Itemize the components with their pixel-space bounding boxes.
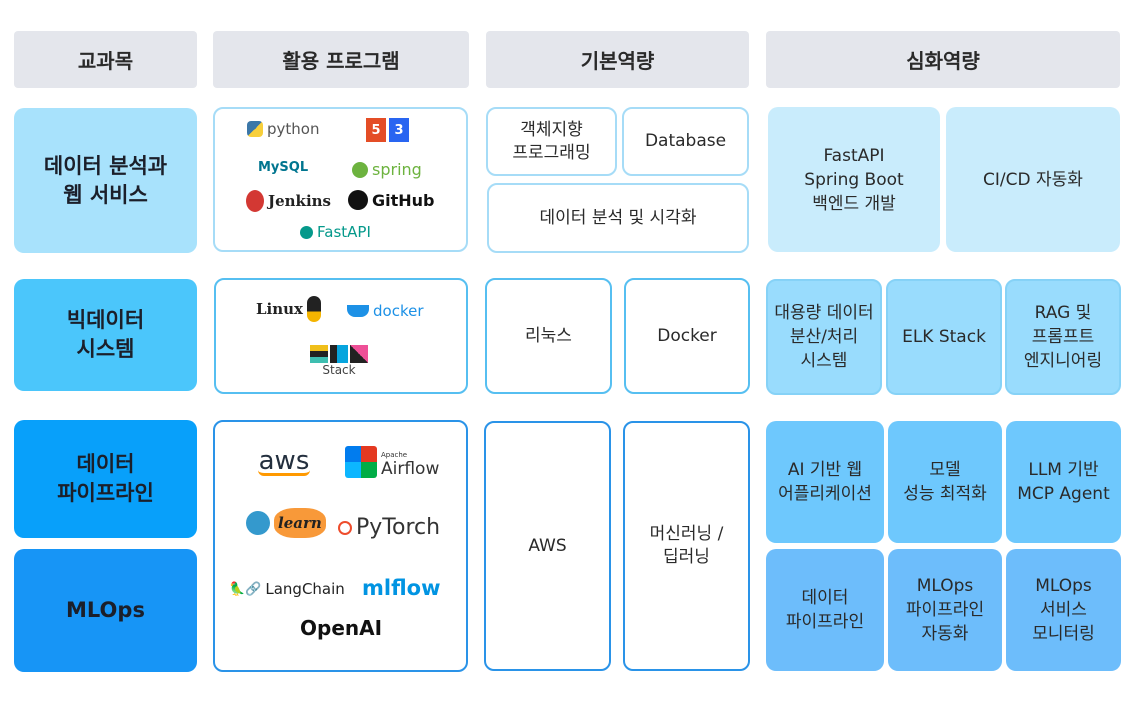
python-logo: python xyxy=(247,120,319,138)
subject-bigdata: 빅데이터 시스템 xyxy=(14,279,197,391)
subject-pipeline: 데이터 파이프라인 xyxy=(14,420,197,538)
openai-logo: OpenAI xyxy=(300,616,383,640)
docker-whale-icon xyxy=(347,305,369,317)
github-logo: GitHub xyxy=(348,190,435,210)
adv-ai-web: AI 기반 웹 어플리케이션 xyxy=(766,421,884,543)
header-advanced: 심화역량 xyxy=(766,31,1120,88)
header-basic: 기본역량 xyxy=(486,31,749,88)
basic-oop: 객체지향 프로그래밍 xyxy=(486,107,617,176)
fastapi-icon xyxy=(300,225,313,239)
basic-linux: 리눅스 xyxy=(485,278,612,394)
fastapi-logo: FastAPI xyxy=(300,223,371,241)
docker-logo: docker xyxy=(347,302,424,320)
basic-ml-dl: 머신러닝 / 딥러닝 xyxy=(623,421,750,671)
sklearn-blue-icon xyxy=(246,511,270,535)
basic-docker: Docker xyxy=(624,278,750,394)
scikit-learn-logo: learn xyxy=(246,508,326,538)
basic-aws: AWS xyxy=(484,421,611,671)
elk-stack-logo: Stack xyxy=(310,345,368,377)
html5-icon: 5 xyxy=(366,118,386,142)
programs-row3 xyxy=(213,420,468,672)
jenkins-logo: Jenkins xyxy=(246,190,331,212)
adv-cicd: CI/CD 자동화 xyxy=(946,107,1120,252)
header-subject: 교과목 xyxy=(14,31,197,88)
parrot-link-icon: 🦜🔗 xyxy=(229,581,262,597)
header-programs: 활용 프로그램 xyxy=(213,31,469,88)
spring-icon xyxy=(352,161,368,178)
jenkins-icon xyxy=(246,190,264,212)
github-icon xyxy=(348,190,368,210)
adv-mlops-pipeline: MLOps 파이프라인 자동화 xyxy=(888,549,1002,671)
airflow-icon xyxy=(345,446,377,478)
adv-backend: FastAPI Spring Boot 백엔드 개발 xyxy=(768,107,940,252)
adv-mlops-monitor: MLOps 서비스 모니터링 xyxy=(1006,549,1121,671)
programs-row2 xyxy=(214,278,468,394)
mysql-logo: MySQL xyxy=(258,160,309,175)
adv-model-opt: 모델 성능 최적화 xyxy=(888,421,1002,543)
pytorch-icon xyxy=(338,520,352,535)
adv-elk: ELK Stack xyxy=(886,279,1002,395)
basic-data-viz: 데이터 분석 및 시각화 xyxy=(487,183,749,253)
adv-rag: RAG 및 프롬프트 엔지니어링 xyxy=(1005,279,1121,395)
langchain-logo: 🦜🔗LangChain xyxy=(229,580,345,598)
spring-logo: spring xyxy=(352,160,422,179)
python-icon xyxy=(247,121,263,137)
adv-distributed: 대용량 데이터 분산/처리 시스템 xyxy=(766,279,882,395)
subject-mlops: MLOps xyxy=(14,549,197,672)
mlflow-logo: mlflow xyxy=(362,576,441,600)
subject-web-analytics: 데이터 분석과 웹 서비스 xyxy=(14,108,197,253)
linux-logo: Linux xyxy=(256,296,321,322)
elk-icon xyxy=(310,345,368,363)
tux-icon xyxy=(307,296,321,322)
basic-database: Database xyxy=(622,107,749,176)
css3-icon: 3 xyxy=(389,118,409,142)
adv-data-pipeline: 데이터 파이프라인 xyxy=(766,549,884,671)
pytorch-logo: PyTorch xyxy=(338,515,440,540)
adv-llm-mcp: LLM 기반 MCP Agent xyxy=(1006,421,1121,543)
aws-smile-icon xyxy=(258,470,310,476)
aws-logo: aws xyxy=(258,446,310,476)
html-css-logo: 5 3 xyxy=(366,118,409,142)
